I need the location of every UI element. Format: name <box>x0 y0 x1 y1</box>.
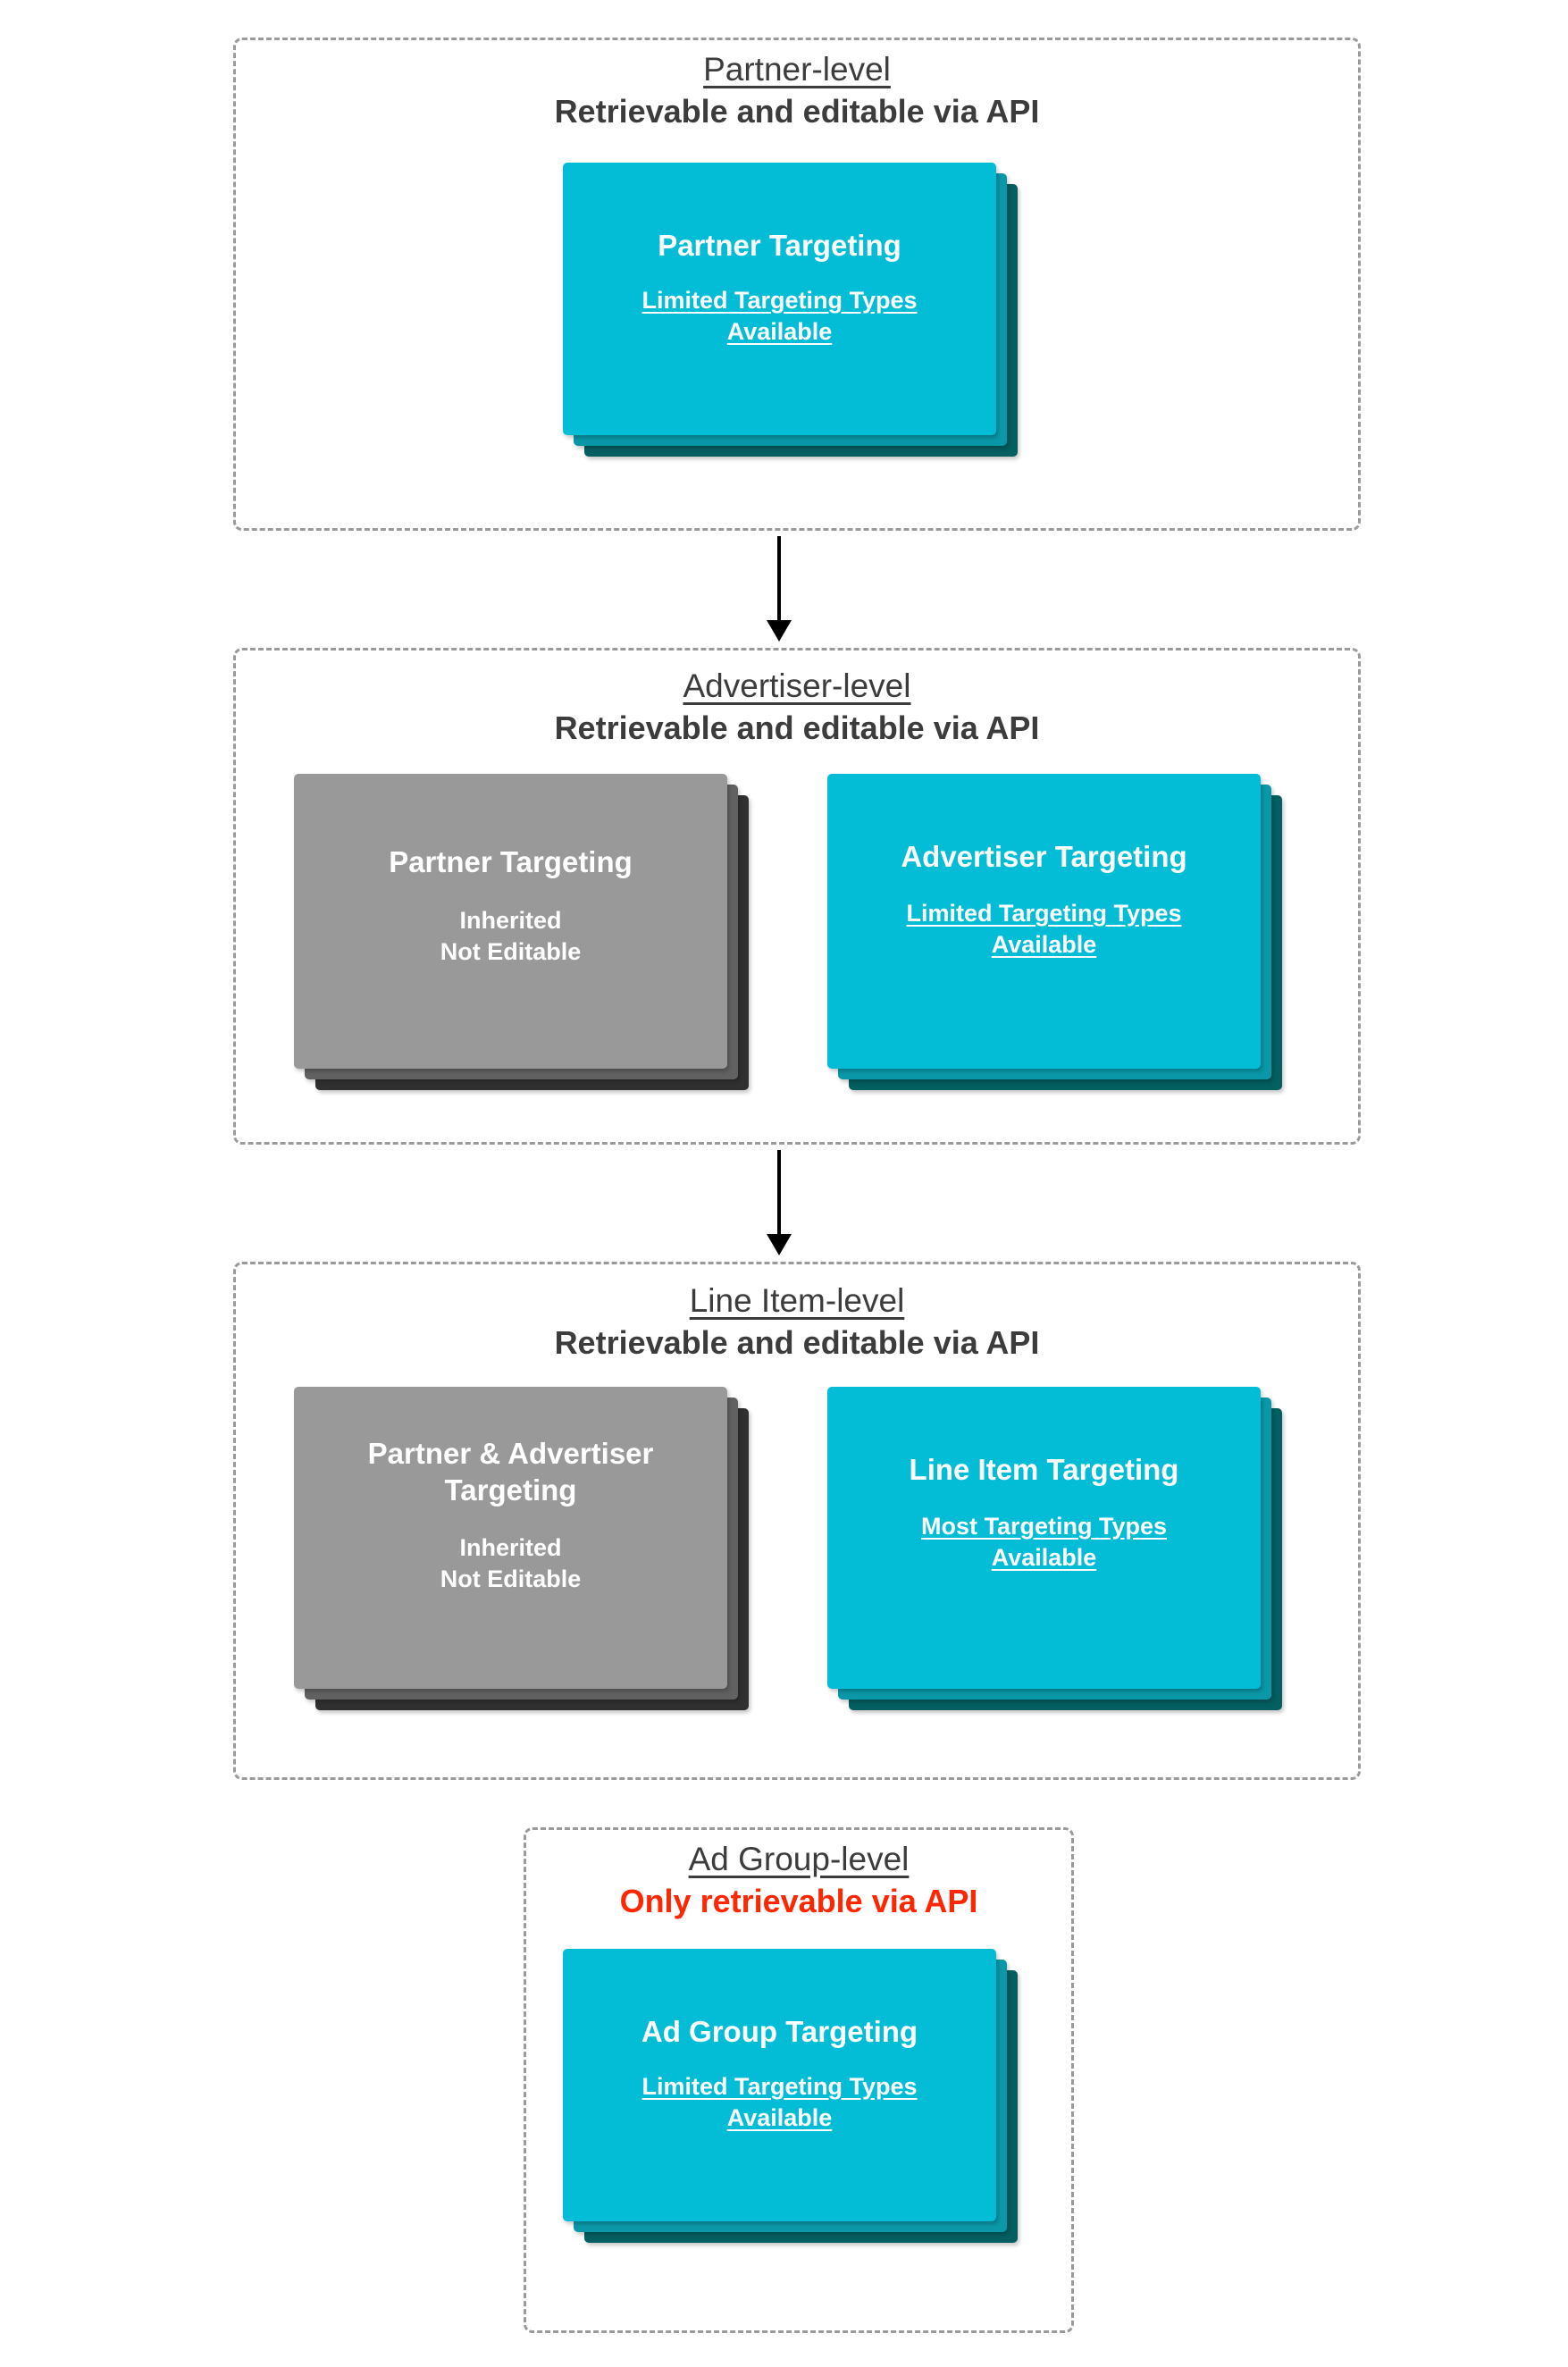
card-subtitle-inherited-partner-targeting: Inherited Not Editable <box>440 907 582 966</box>
card-title-line-item-targeting: Line Item Targeting <box>909 1453 1179 1486</box>
card-deck-inherited-partner-advertiser-targeting[interactable]: Partner & Advertiser Targeting Inherited… <box>294 1387 749 1710</box>
arrow-shaft <box>777 1150 781 1236</box>
card-subtitle-ad-group-targeting: Limited Targeting Types Available <box>641 2073 918 2132</box>
card-title-inherited-partner-advertiser-targeting: Partner & Advertiser Targeting <box>367 1437 654 1507</box>
card-layer-front: Line Item Targeting Most Targeting Types… <box>827 1387 1261 1689</box>
card-subtitle-inherited-partner-advertiser-targeting: Inherited Not Editable <box>440 1533 582 1592</box>
card-deck-line-item-targeting[interactable]: Line Item Targeting Most Targeting Types… <box>827 1387 1282 1710</box>
level-box-advertiser <box>233 648 1361 1145</box>
card-subtitle-partner-targeting: Limited Targeting Types Available <box>641 287 918 346</box>
level-box-partner <box>233 38 1361 531</box>
card-layer-front: Ad Group Targeting Limited Targeting Typ… <box>563 1949 996 2221</box>
arrow-head <box>767 620 792 642</box>
card-title-ad-group-targeting: Ad Group Targeting <box>641 2015 918 2048</box>
card-title-inherited-partner-targeting: Partner Targeting <box>389 845 633 878</box>
card-subtitle-advertiser-targeting: Limited Targeting Types Available <box>906 900 1182 959</box>
card-layer-front: Partner Targeting Limited Targeting Type… <box>563 163 996 435</box>
card-deck-inherited-partner-targeting[interactable]: Partner Targeting Inherited Not Editable <box>294 774 749 1090</box>
level-box-ad-group <box>524 1827 1074 2333</box>
card-layer-front: Partner & Advertiser Targeting Inherited… <box>294 1387 727 1689</box>
card-deck-partner-targeting[interactable]: Partner Targeting Limited Targeting Type… <box>563 163 1018 457</box>
card-title-advertiser-targeting: Advertiser Targeting <box>901 840 1187 873</box>
arrow-shaft <box>777 536 781 622</box>
arrow-advertiser-to-line-item <box>767 1150 792 1255</box>
card-deck-ad-group-targetingated[interactable]: Ad Group Targeting Limited Targeting Typ… <box>563 1949 1018 2243</box>
card-subtitle-line-item-targeting: Most Targeting Types Available <box>920 1513 1168 1572</box>
arrow-head <box>767 1234 792 1255</box>
level-box-line-item <box>233 1262 1361 1780</box>
card-layer-front: Advertiser Targeting Limited Targeting T… <box>827 774 1261 1069</box>
card-layer-front: Partner Targeting Inherited Not Editable <box>294 774 727 1069</box>
card-deck-advertiser-targeting[interactable]: Advertiser Targeting Limited Targeting T… <box>827 774 1282 1090</box>
card-title-partner-targeting: Partner Targeting <box>658 229 901 262</box>
arrow-partner-to-advertiser <box>767 536 792 642</box>
